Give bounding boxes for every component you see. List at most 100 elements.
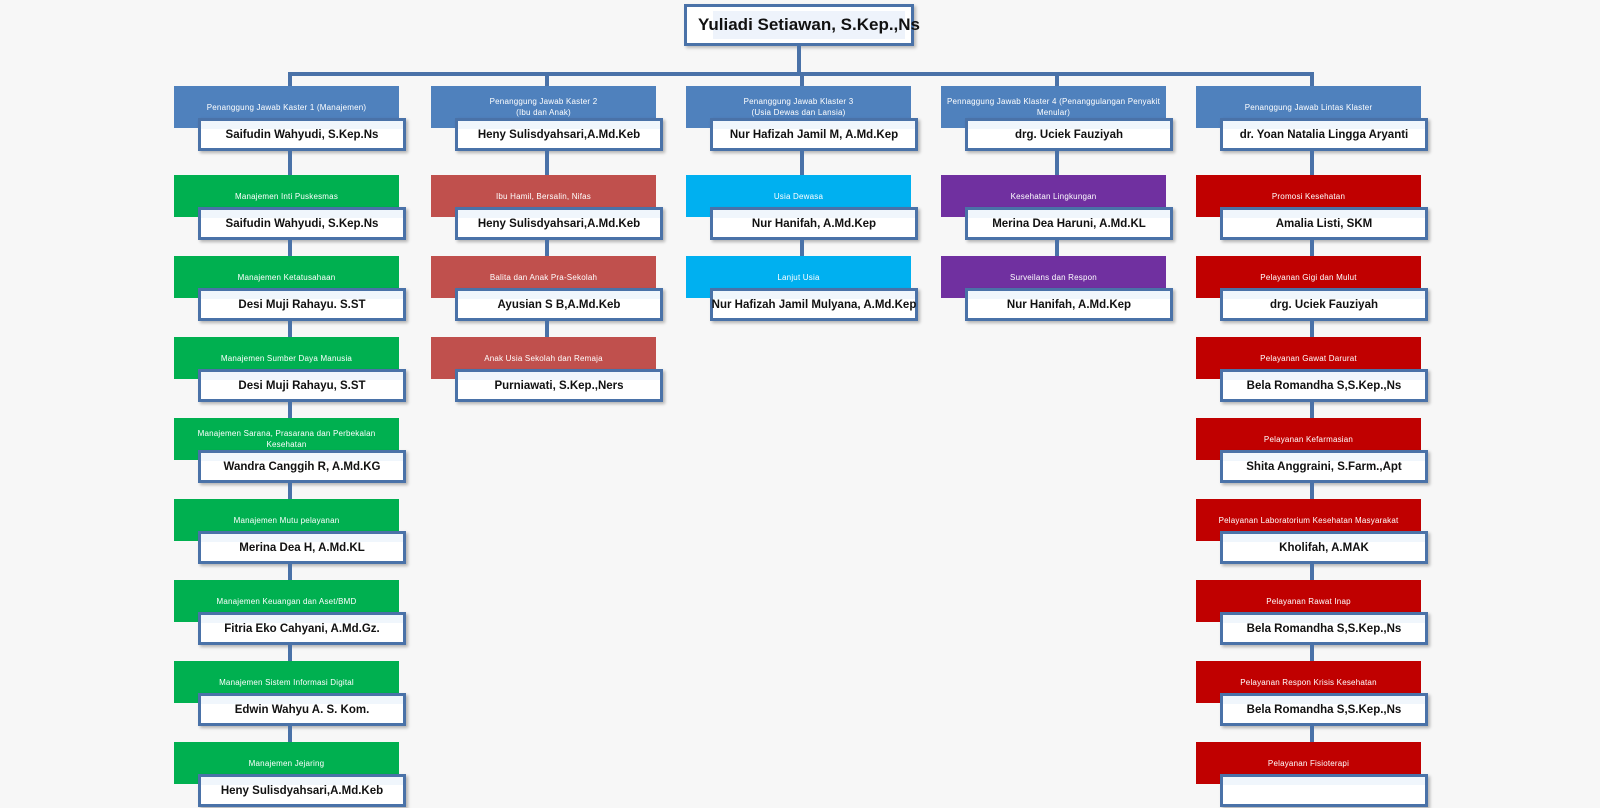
cluster-2-connector-1 xyxy=(545,151,549,175)
cluster-4-head: Pennaggung Jawab Klaster 4 (Penanggulang… xyxy=(941,86,1173,152)
cluster-2-head-person-box: Heny Sulisdyahsari,A.Md.Keb xyxy=(455,118,663,151)
cluster-4-connector-1 xyxy=(1055,151,1059,175)
cluster-1-connector-7 xyxy=(288,645,292,661)
cluster-3-head-person: Nur Hafizah Jamil M, A.Md.Kep xyxy=(729,128,899,141)
cluster-5-connector-6 xyxy=(1310,564,1314,580)
cluster-3-unit-2-person: Nur Hafizah Jamil Mulyana, A.Md.Kep xyxy=(711,298,917,311)
cluster-4-unit-2-person-box: Nur Hanifah, A.Md.Kep xyxy=(965,288,1173,321)
cluster-4-unit-1-person-box: Merina Dea Haruni, A.Md.KL xyxy=(965,207,1173,240)
cluster-3-connector-1 xyxy=(800,151,804,175)
cluster-3-head: Penanggung Jawab Klaster 3 (Usia Dewas d… xyxy=(686,86,918,152)
cluster-5-unit-2-person-box: drg. Uciek Fauziyah xyxy=(1220,288,1428,321)
cluster-5-connector-8 xyxy=(1310,726,1314,742)
cluster-1-unit-2-person: Desi Muji Rahayu. S.ST xyxy=(238,298,366,311)
cluster-5-unit-1-person-box: Amalia Listi, SKM xyxy=(1220,207,1428,240)
cluster-1-unit-8-person: Heny Sulisdyahsari,A.Md.Keb xyxy=(220,784,384,797)
cluster-2-connector-2 xyxy=(545,240,549,256)
cluster-5-unit-1-person: Amalia Listi, SKM xyxy=(1275,217,1373,230)
cluster-1-connector-2 xyxy=(288,240,292,256)
cluster-5-unit-6-person-box: Bela Romandha S,S.Kep.,Ns xyxy=(1220,612,1428,645)
cluster-5-unit-8: Pelayanan Fisioterapi xyxy=(1196,742,1428,808)
cluster-drop-connector-1 xyxy=(288,72,292,86)
cluster-2-connector-3 xyxy=(545,321,549,337)
cluster-4-head-person-box: drg. Uciek Fauziyah xyxy=(965,118,1173,151)
cluster-5-unit-7-person: Bela Romandha S,S.Kep.,Ns xyxy=(1246,703,1402,716)
cluster-5-connector-4 xyxy=(1310,402,1314,418)
cluster-1-connector-5 xyxy=(288,483,292,499)
cluster-4-unit-1-person: Merina Dea Haruni, A.Md.KL xyxy=(992,217,1146,230)
cluster-1-unit-1-person-box: Saifudin Wahyudi, S.Kep.Ns xyxy=(198,207,406,240)
cluster-drop-connector-5 xyxy=(1310,72,1314,86)
cluster-5-head-person-box: dr. Yoan Natalia Lingga Aryanti xyxy=(1220,118,1428,151)
cluster-drop-connector-2 xyxy=(545,72,549,86)
cluster-5-unit-5-person: Kholifah, A.MAK xyxy=(1279,541,1369,554)
cluster-5-connector-3 xyxy=(1310,321,1314,337)
cluster-1-unit-6-person: Fitria Eko Cahyani, A.Md.Gz. xyxy=(224,622,380,635)
cluster-2-unit-3-person-box: Purniawati, S.Kep.,Ners xyxy=(455,369,663,402)
cluster-4-head-person: drg. Uciek Fauziyah xyxy=(1014,128,1123,141)
cluster-5-unit-3-person-box: Bela Romandha S,S.Kep.,Ns xyxy=(1220,369,1428,402)
cluster-2-unit-1-person-box: Heny Sulisdyahsari,A.Md.Keb xyxy=(455,207,663,240)
cluster-5-unit-5-person-box: Kholifah, A.MAK xyxy=(1220,531,1428,564)
cluster-5-unit-5: Pelayanan Laboratorium Kesehatan Masyara… xyxy=(1196,499,1428,565)
cluster-2-unit-2-person: Ayusian S B,A.Md.Keb xyxy=(497,298,621,311)
cluster-1-connector-6 xyxy=(288,564,292,580)
cluster-1-connector-4 xyxy=(288,402,292,418)
cluster-5-unit-7-person-box: Bela Romandha S,S.Kep.,Ns xyxy=(1220,693,1428,726)
cluster-1-unit-4: Manajemen Sarana, Prasarana dan Perbekal… xyxy=(174,418,406,484)
cluster-1-head-person-box: Saifudin Wahyudi, S.Kep.Ns xyxy=(198,118,406,151)
cluster-5-unit-2-person: drg. Uciek Fauziyah xyxy=(1269,298,1378,311)
cluster-3-unit-2-person-box: Nur Hafizah Jamil Mulyana, A.Md.Kep xyxy=(710,288,918,321)
cluster-1-unit-6-person-box: Fitria Eko Cahyani, A.Md.Gz. xyxy=(198,612,406,645)
cluster-5-connector-2 xyxy=(1310,240,1314,256)
cluster-1-unit-1-person: Saifudin Wahyudi, S.Kep.Ns xyxy=(225,217,379,230)
cluster-5-connector-1 xyxy=(1310,151,1314,175)
cluster-5-unit-4-person-box: Shita Anggraini, S.Farm.,Apt xyxy=(1220,450,1428,483)
cluster-2-head-person: Heny Sulisdyahsari,A.Md.Keb xyxy=(477,128,641,141)
cluster-2-unit-3-person: Purniawati, S.Kep.,Ners xyxy=(494,379,624,392)
root-name: Yuliadi Setiawan, S.Kep.,Ns xyxy=(698,11,920,39)
cluster-5-unit-3-person: Bela Romandha S,S.Kep.,Ns xyxy=(1246,379,1402,392)
cluster-4-unit-2-person: Nur Hanifah, A.Md.Kep xyxy=(1006,298,1132,311)
cluster-2-unit-2-person-box: Ayusian S B,A.Md.Keb xyxy=(455,288,663,321)
cluster-drop-connector-3 xyxy=(800,72,804,86)
cluster-1-unit-3-person: Desi Muji Rahayu, S.ST xyxy=(238,379,366,392)
cluster-1-unit-3-person-box: Desi Muji Rahayu, S.ST xyxy=(198,369,406,402)
cluster-3-unit-1-person-box: Nur Hanifah, A.Md.Kep xyxy=(710,207,918,240)
root-node: Yuliadi Setiawan, S.Kep.,Ns xyxy=(684,4,920,46)
cluster-1-unit-7-person-box: Edwin Wahyu A. S. Kom. xyxy=(198,693,406,726)
cluster-2-head: Penanggung Jawab Kaster 2 (Ibu dan Anak)… xyxy=(431,86,663,152)
cluster-5-unit-8-person-box xyxy=(1220,774,1428,807)
cluster-5-connector-7 xyxy=(1310,645,1314,661)
cluster-1-connector-3 xyxy=(288,321,292,337)
cluster-5-connector-5 xyxy=(1310,483,1314,499)
cluster-1-unit-7-person: Edwin Wahyu A. S. Kom. xyxy=(234,703,370,716)
root-connector xyxy=(797,46,801,75)
cluster-1-unit-4-person-box: Wandra Canggih R, A.Md.KG xyxy=(198,450,406,483)
cluster-5-unit-4-person: Shita Anggraini, S.Farm.,Apt xyxy=(1246,460,1402,473)
cluster-1-connector-8 xyxy=(288,726,292,742)
cluster-1-unit-4-person: Wandra Canggih R, A.Md.KG xyxy=(223,460,381,473)
cluster-1-unit-8-person-box: Heny Sulisdyahsari,A.Md.Keb xyxy=(198,774,406,807)
cluster-5-head-person: dr. Yoan Natalia Lingga Aryanti xyxy=(1239,128,1409,141)
cluster-4-connector-2 xyxy=(1055,240,1059,256)
